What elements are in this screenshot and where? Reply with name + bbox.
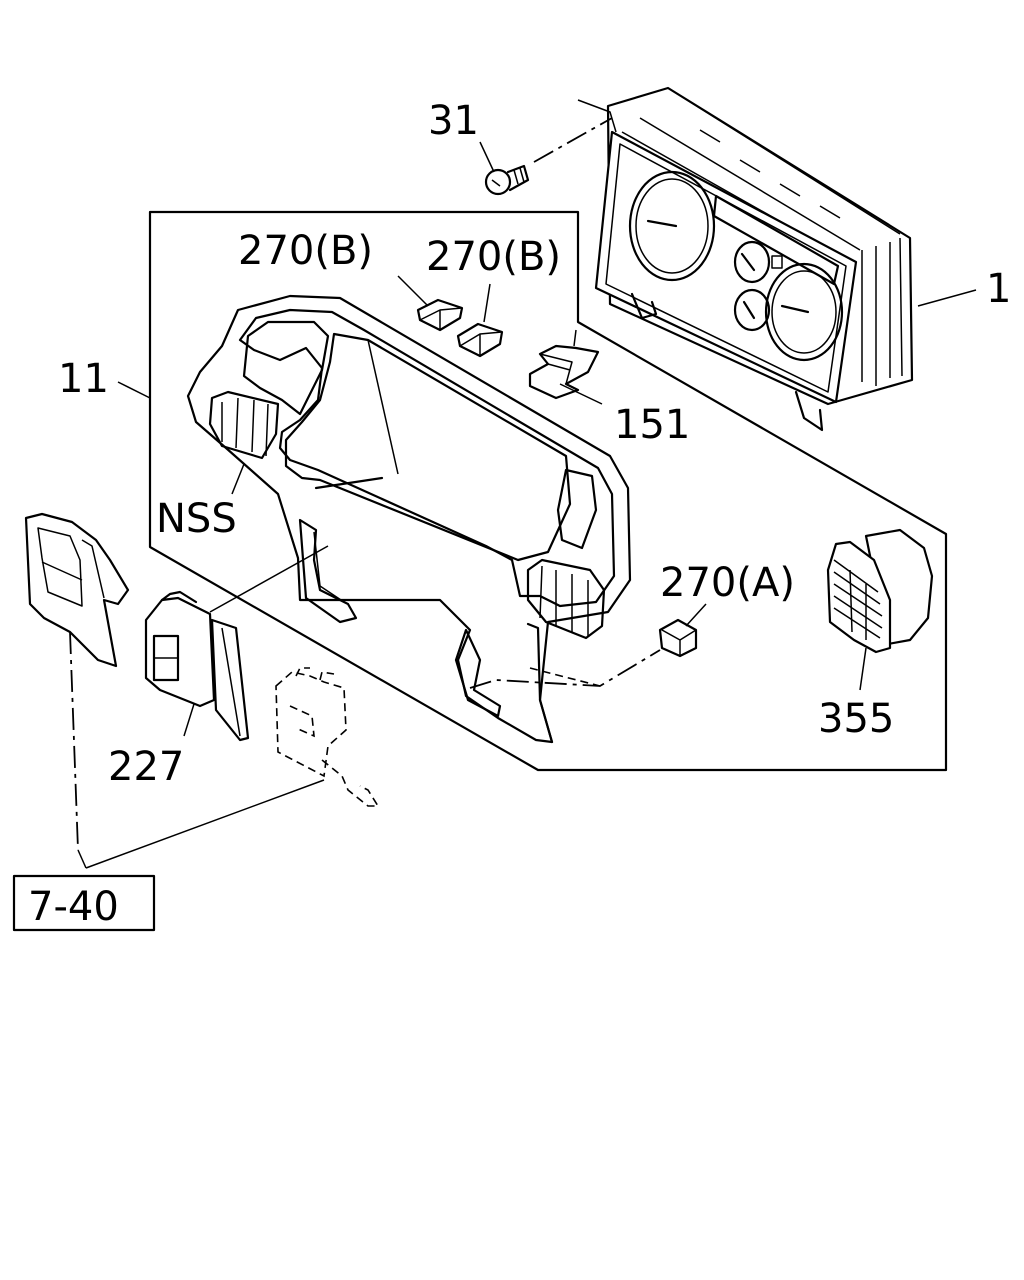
screw-part[interactable] <box>484 164 530 196</box>
leader-lines <box>69 141 977 869</box>
reference-box <box>12 874 156 932</box>
clip-part[interactable] <box>528 329 600 400</box>
callout-270a: 270(A) <box>660 560 795 606</box>
air-vent[interactable] <box>826 528 934 654</box>
instrument-cluster[interactable] <box>577 86 914 432</box>
switch-part[interactable] <box>144 590 250 742</box>
pad-270a[interactable] <box>658 618 698 658</box>
callout-355: 355 <box>818 696 894 742</box>
switch-bracket[interactable] <box>24 512 130 668</box>
pad-270b-right[interactable] <box>456 322 504 358</box>
callout-151: 151 <box>614 402 690 448</box>
callout-nss: NSS <box>156 496 237 542</box>
callout-270b-right: 270(B) <box>426 234 561 280</box>
callout-11: 11 <box>58 356 109 402</box>
cluster-bezel[interactable] <box>186 294 632 744</box>
assembly-outline <box>148 210 948 772</box>
callout-31: 31 <box>428 98 479 144</box>
callout-1: 1 <box>986 266 1011 312</box>
callout-227: 227 <box>108 744 184 790</box>
callout-270b-left: 270(B) <box>238 228 373 274</box>
reference-label: 7-40 <box>28 884 119 930</box>
connector-part[interactable] <box>275 667 380 807</box>
pad-270b-left[interactable] <box>416 298 464 332</box>
